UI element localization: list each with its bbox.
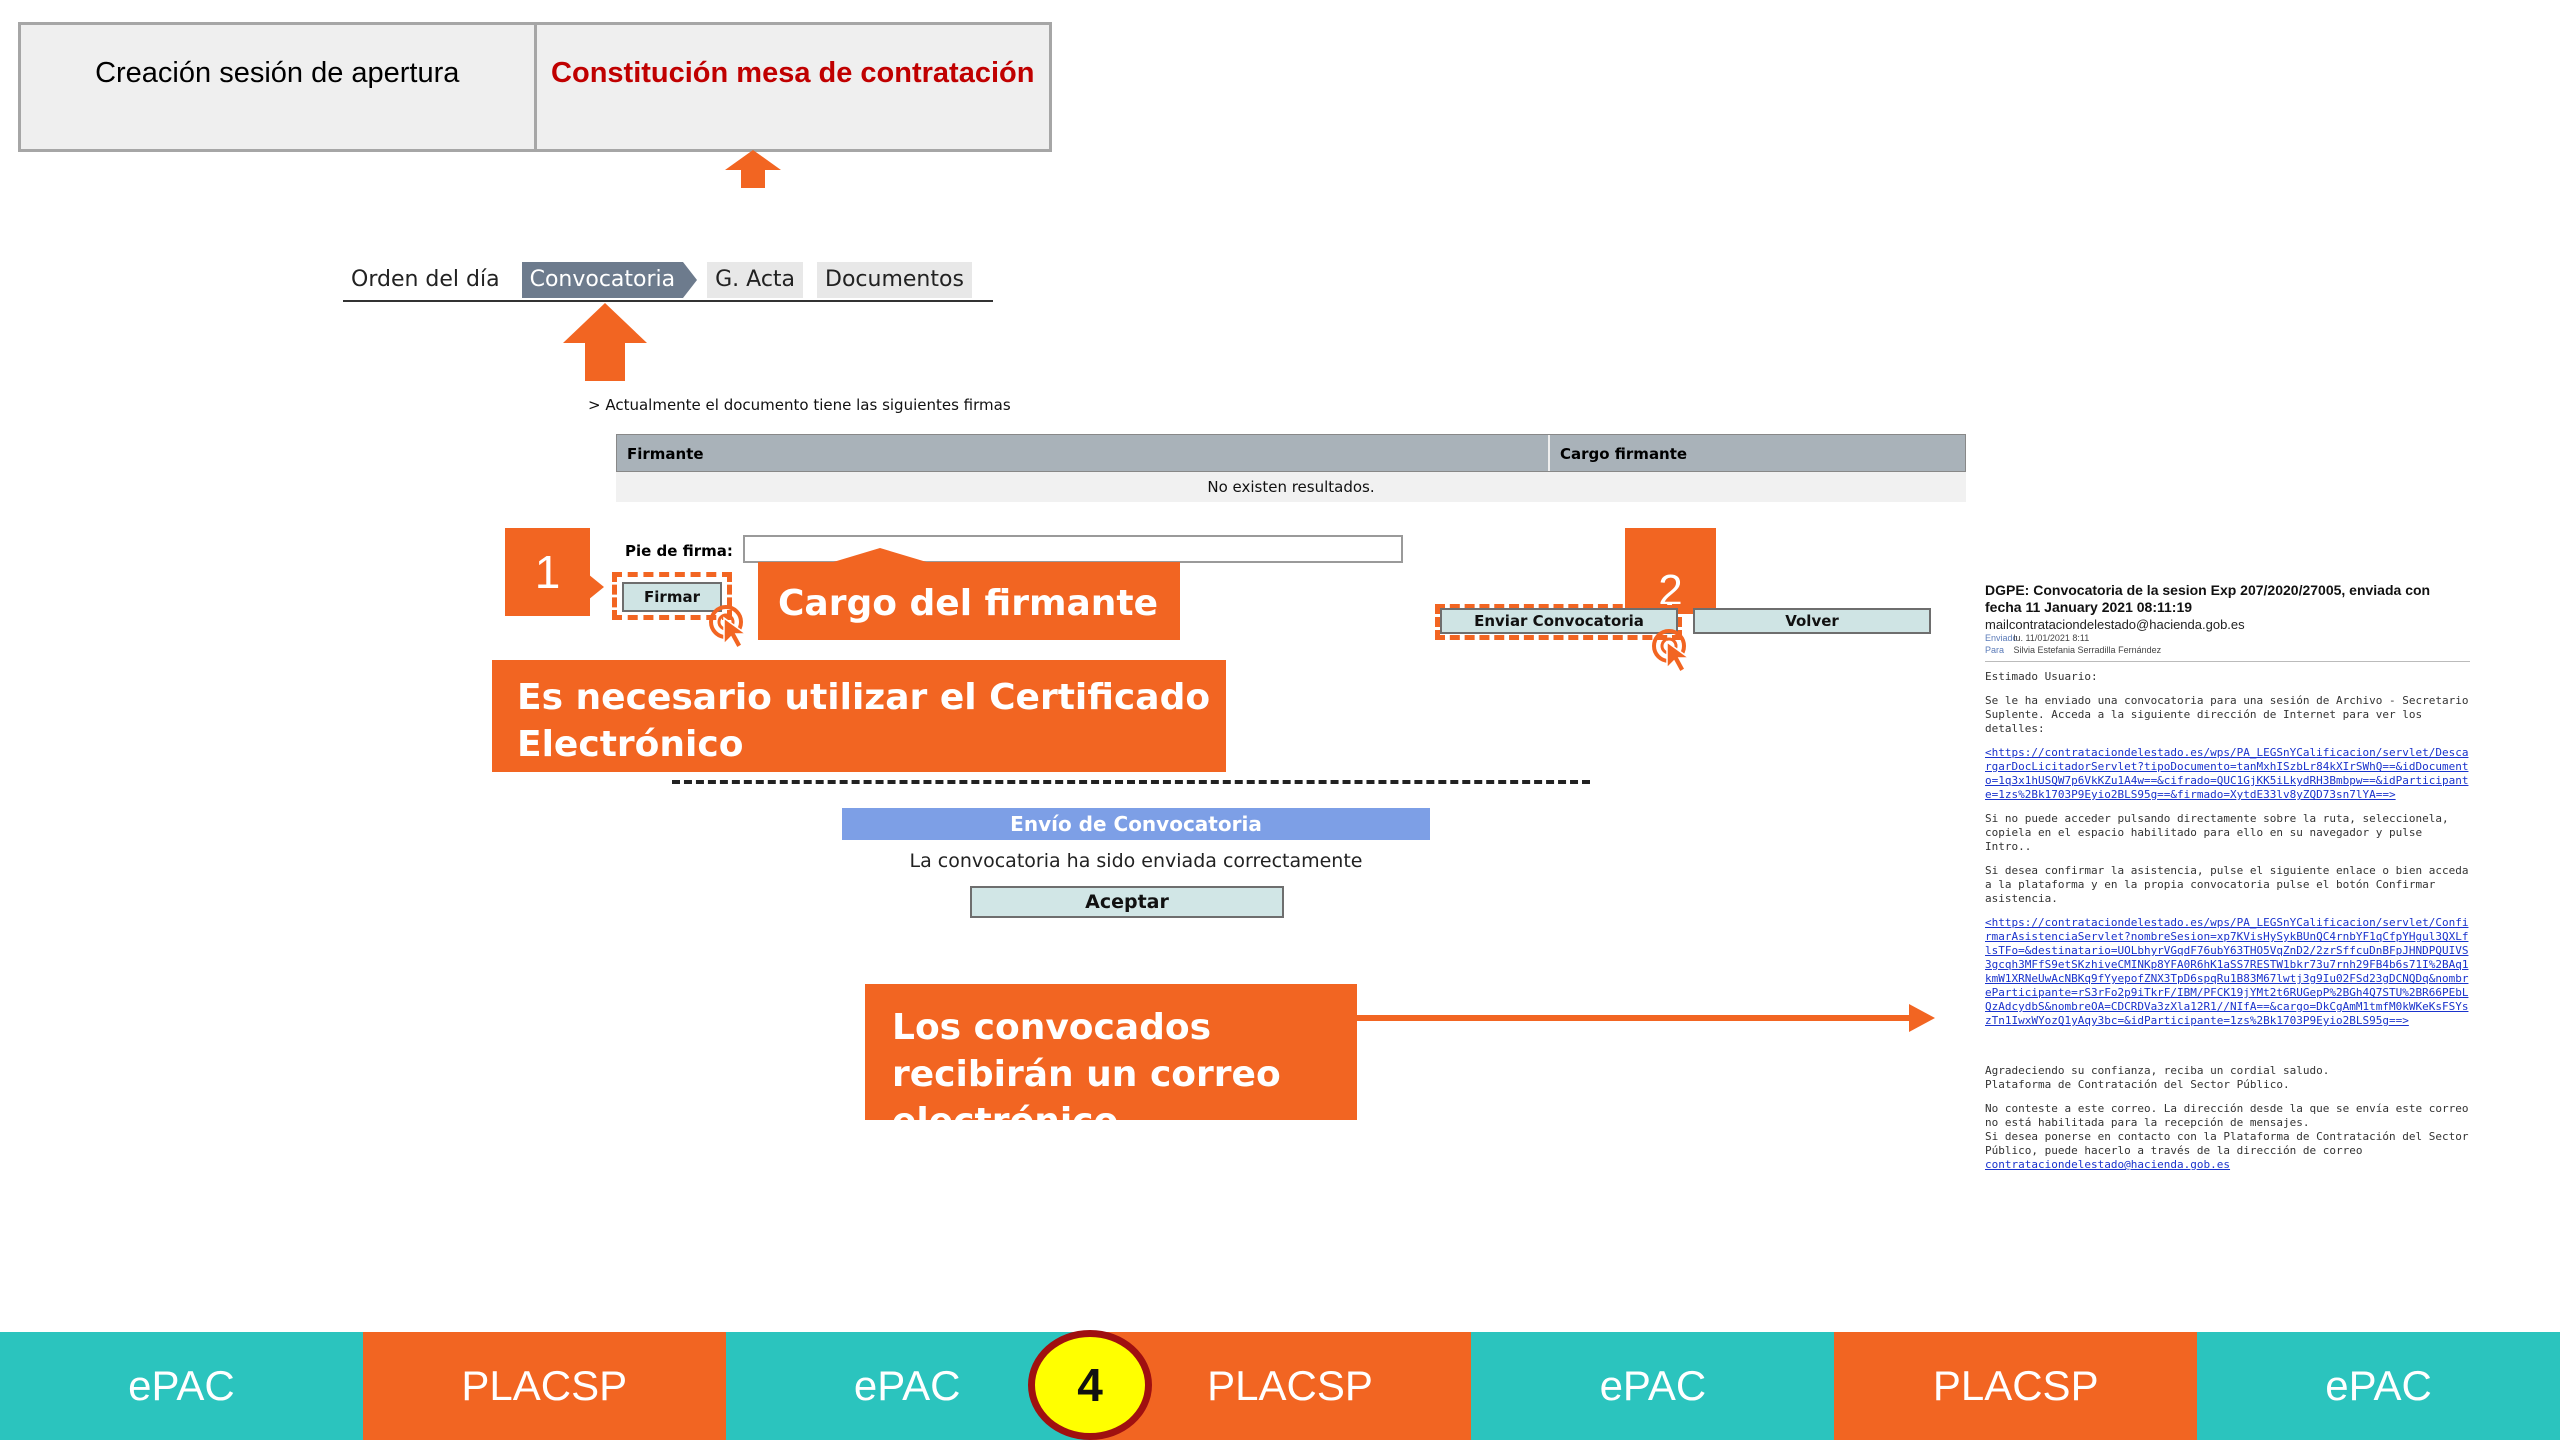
step-number-1: 1: [505, 528, 590, 616]
process-step-creacion: Creación sesión de apertura: [95, 56, 460, 89]
table-header: Firmante Cargo firmante: [616, 434, 1966, 472]
separator-dashed-line: [672, 780, 1590, 784]
band-item-epac: ePAC: [2197, 1332, 2560, 1440]
email-to-line: Para Silvia Estefania Serradilla Fernánd…: [1985, 644, 2470, 656]
band-item-epac: ePAC: [0, 1332, 363, 1440]
pointer-arrow-up-icon: [725, 150, 781, 188]
email-preview: DGPE: Convocatoria de la sesion Exp 207/…: [1985, 582, 2470, 1172]
email-confirm-link[interactable]: <https://contrataciondelestado.es/wps/PA…: [1985, 916, 2469, 1027]
bottom-band: ePAC PLACSP ePAC PLACSP ePAC PLACSP ePAC: [0, 1332, 2560, 1440]
dialog-message: La convocatoria ha sido enviada correcta…: [909, 850, 1363, 872]
email-subject: DGPE: Convocatoria de la sesion Exp 207/…: [1985, 582, 2431, 615]
pie-de-firma-label: Pie de firma:: [625, 542, 733, 560]
band-item-placsp: PLACSP: [1834, 1332, 2198, 1440]
step-number-2: 2: [1625, 528, 1716, 615]
email-paragraph: Agradeciendo su confianza, reciba un cor…: [1985, 1064, 2330, 1091]
email-callout: Los convocados recibirán un correo elect…: [865, 984, 1357, 1142]
cargo-firmante-callout: Cargo del firmante: [758, 562, 1180, 640]
email-paragraph: Si desea confirmar la asistencia, pulse …: [1985, 864, 2476, 905]
step-number-badge: 4: [1028, 1330, 1152, 1440]
email-sent-line: Enviado lu. 11/01/2021 8:11: [1985, 632, 2470, 644]
email-from: mailcontrataciondelestado@hacienda.gob.e…: [1985, 617, 2245, 632]
firmar-highlight: [612, 572, 732, 620]
email-sent-key: Enviado: [1985, 633, 2018, 643]
column-cargo-firmante: Cargo firmante: [1560, 445, 1688, 463]
email-paragraph: Se le ha enviado una convocatoria para u…: [1985, 694, 2476, 735]
callout-pointer-icon: [820, 548, 940, 566]
tab-documentos[interactable]: Documentos: [817, 262, 972, 298]
click-cursor-icon: [709, 605, 749, 650]
signatures-table: Firmante Cargo firmante No existen resul…: [616, 434, 1966, 502]
firmar-button[interactable]: Firmar: [622, 582, 722, 612]
step-1-pointer-icon: [588, 574, 604, 600]
tab-convocatoria[interactable]: Convocatoria: [521, 262, 697, 298]
email-to-value: Silvia Estefania Serradilla Fernández: [2013, 645, 2162, 655]
certificado-callout: Es necesario utilizar el Certificado Ele…: [492, 660, 1226, 772]
band-item-placsp: PLACSP: [362, 1332, 726, 1440]
band-item-placsp: PLACSP: [1088, 1332, 1472, 1440]
dialog-title: Envío de Convocatoria: [842, 808, 1430, 840]
email-to-key: Para: [1985, 645, 2005, 655]
column-firmante: Firmante: [617, 435, 1550, 471]
pointer-arrow-up-icon: [563, 303, 647, 381]
email-footer-link[interactable]: contrataciondelestado@hacienda.gob.es: [1985, 1158, 2231, 1171]
pointer-arrow-right-icon: [1355, 1004, 1935, 1032]
volver-button[interactable]: Volver: [1693, 608, 1931, 634]
tab-g-acta[interactable]: G. Acta: [707, 262, 804, 298]
enviar-convocatoria-button[interactable]: Enviar Convocatoria: [1440, 608, 1678, 634]
email-paragraph: No conteste a este correo. La dirección …: [1985, 1102, 2469, 1157]
tab-orden-del-dia[interactable]: Orden del día: [343, 262, 508, 298]
enviar-highlight: [1435, 604, 1682, 640]
email-divider: [1985, 661, 2470, 662]
click-cursor-icon: [1652, 629, 1692, 674]
table-empty-row: No existen resultados.: [616, 472, 1966, 502]
process-step-constitucion: Constitución mesa de contratación: [533, 25, 1050, 149]
email-greeting: Estimado Usuario:: [1985, 670, 2098, 683]
process-header: Creación sesión de apertura Constitución…: [18, 22, 1052, 152]
band-item-epac: ePAC: [1471, 1332, 1835, 1440]
email-paragraph: Si no puede acceder pulsando directament…: [1985, 812, 2456, 853]
signatures-note: > Actualmente el documento tiene las sig…: [588, 396, 1011, 414]
aceptar-button[interactable]: Aceptar: [970, 886, 1284, 918]
email-sent-value: lu. 11/01/2021 8:11: [2013, 633, 2090, 643]
tab-bar: Orden del día Convocatoria G. Acta Docum…: [343, 262, 993, 302]
email-document-link[interactable]: <https://contrataciondelestado.es/wps/PA…: [1985, 746, 2469, 801]
